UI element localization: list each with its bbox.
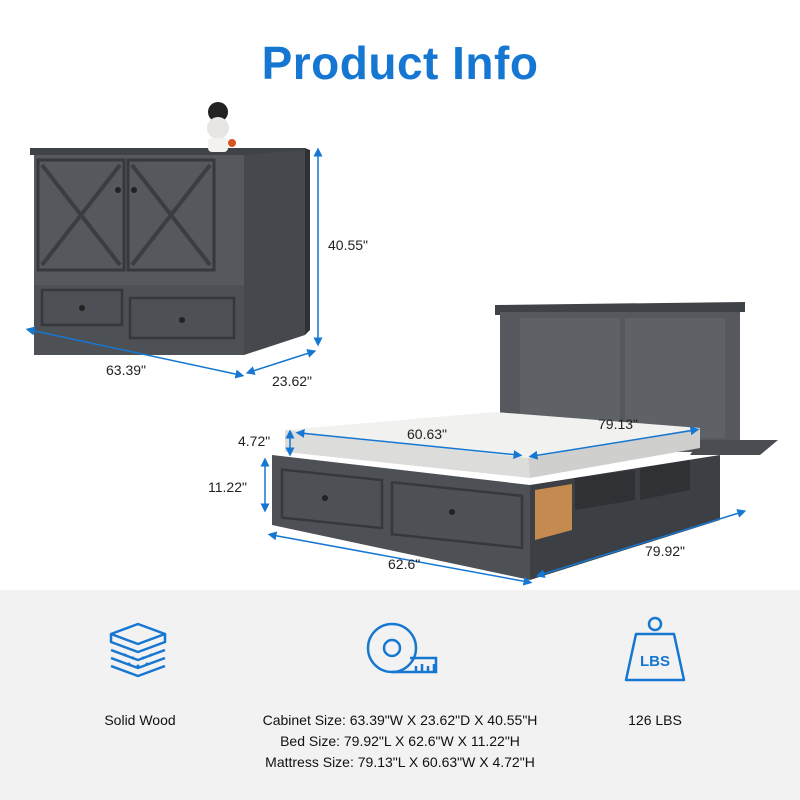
cabinet-size-line: Cabinet Size: 63.39"W X 23.62"D X 40.55"…	[262, 712, 538, 728]
bed-width-label: 62.6"	[388, 556, 421, 572]
bed-length-label: 79.92"	[645, 543, 686, 559]
page-title: Product Info	[261, 37, 539, 89]
mattress-width-label: 60.63"	[407, 426, 448, 442]
weight-icon-text: LBS	[640, 653, 670, 670]
cabinet-closed-image	[30, 102, 310, 355]
features-panel: Solid Wood Cabinet Size: 63.39"W X 23.62…	[0, 590, 800, 800]
cabinet-depth-label: 23.62"	[272, 373, 313, 389]
mattress-size-line: Mattress Size: 79.13"L X 60.63"W X 4.72"…	[265, 754, 535, 770]
measuring-tape-icon	[366, 622, 438, 674]
cabinet-width-label: 63.39"	[106, 362, 147, 378]
bed-size-line: Bed Size: 79.92"L X 62.6"W X 11.22"H	[280, 733, 520, 749]
feature-wood-label: Solid Wood	[104, 712, 176, 728]
bed-open-image	[272, 302, 778, 580]
feature-size-text: Cabinet Size: 63.39"W X 23.62"D X 40.55"…	[220, 710, 580, 773]
mattress-length-label: 79.13"	[598, 416, 639, 432]
mattress-thickness-label: 4.72"	[238, 433, 271, 449]
bed-height-label: 11.22"	[208, 479, 247, 495]
weight-lbs-icon: LBS	[624, 616, 686, 682]
wood-layers-icon	[109, 622, 167, 678]
product-illustration	[25, 102, 778, 586]
cabinet-height-label: 40.55"	[328, 237, 369, 253]
feature-weight-label: 126 LBS	[628, 712, 682, 728]
